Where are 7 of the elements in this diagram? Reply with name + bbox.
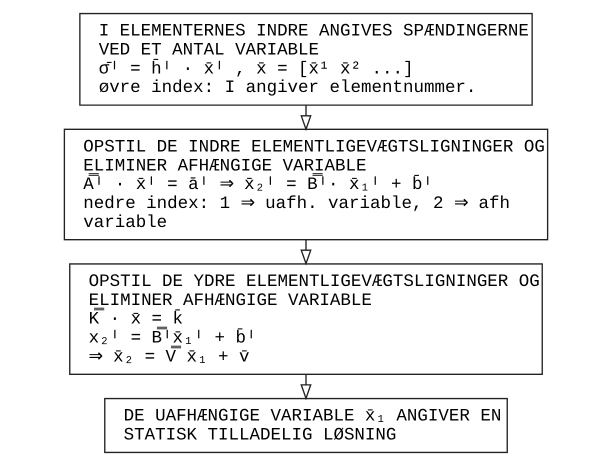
node-box: I ELEMENTERNES INDRE ANGIVES SPÆNDINGERNE VED ET ANTAL VARIABLE σ̄ᴵ = h̄ᴵ · x̄ᴵ , x̄ = [x̄¹ x̄² ...] øvre index: I angiver elementnummer. <box>78 12 532 106</box>
node-box: OPSTIL DE YDRE ELEMENTLIGEVÆGTSLIGNINGER OG ELIMINER AFHÆNGIGE VARIABLE K̿ · x̄ = k̄ x₂ᴵ = B̿ᴵx̄₁ᴵ + b̄ᴵ ⇒ x̄₂ = V̿ x̄₁ + v̄ <box>68 263 542 375</box>
node-box: OPSTIL DE INDRE ELEMENTLIGEVÆGTSLIGNINGER OG ELIMINER AFHÆNGIGE VARIABLE A̿ᴵ · x̄ᴵ = āᴵ ⇒ x̄₂ᴵ = B̿ᴵ· x̄₁ᴵ + b̄ᴵ nedre index: 1 ⇒ uafh. variable, 2 ⇒ afh variable <box>63 128 548 240</box>
arrow <box>300 240 312 266</box>
arrow <box>300 374 312 400</box>
node-box: DE UAFHÆNGIGE VARIABLE x̄₁ ANGIVER EN STATISK TILLADELIG LØSNING <box>104 398 508 454</box>
arrow <box>300 105 312 132</box>
